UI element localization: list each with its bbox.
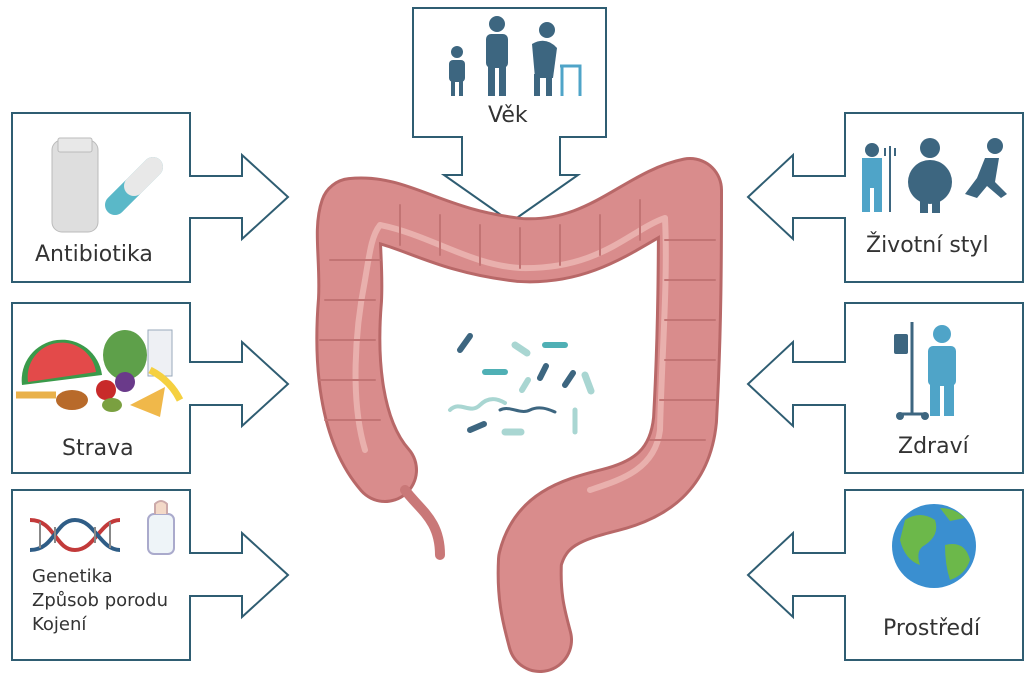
antibiotics-label: Antibiotika	[35, 242, 153, 267]
diet-box-arrow	[11, 302, 290, 474]
globe-icon	[892, 504, 976, 588]
pill-bottle-capsule-icon	[51, 137, 163, 233]
genetics-label: Genetika	[32, 566, 113, 587]
genetics-label-list: Genetika Způsob porodu Kojení	[32, 565, 168, 637]
genetics-box-arrow	[11, 489, 290, 661]
people-lifestyle-icon	[862, 138, 1007, 213]
health-box-arrow	[746, 302, 1024, 474]
patient-iv-icon	[894, 322, 956, 420]
family-age-icon	[449, 16, 582, 96]
diet-label: Strava	[62, 436, 134, 461]
lifestyle-box-arrow	[746, 112, 1024, 283]
bacteria-icons	[448, 333, 595, 436]
food-icon	[16, 329, 184, 417]
colon-illustration	[315, 157, 723, 673]
environment-label: Prostředí	[883, 616, 981, 641]
birth-mode-label: Způsob porodu	[32, 590, 168, 611]
age-label: Věk	[488, 103, 528, 128]
lifestyle-label: Životní styl	[866, 233, 989, 258]
health-label: Zdraví	[898, 434, 969, 459]
breastfeeding-label: Kojení	[32, 614, 87, 635]
dna-bottle-icon	[29, 500, 175, 555]
